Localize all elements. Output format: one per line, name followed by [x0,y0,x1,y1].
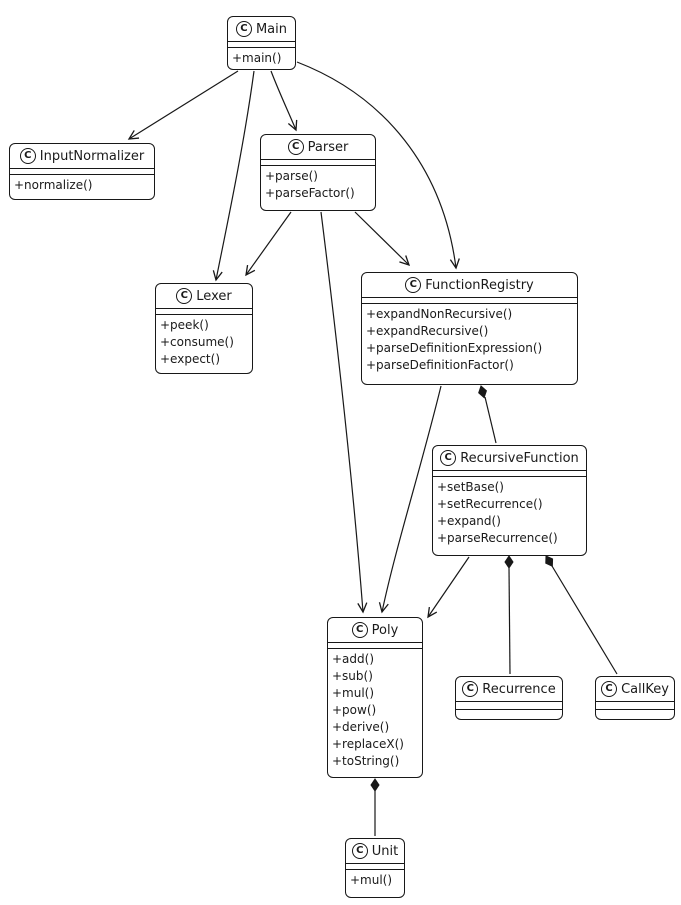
class-box-recurrence: C Recurrence [455,676,563,720]
class-method: +expand() [437,514,501,528]
class-methods-compartment: +parse() +parseFactor() [261,165,375,210]
class-name: CallKey [621,681,669,697]
class-method: +consume() [160,335,234,349]
class-method: +expandRecursive() [366,324,489,338]
class-method: +expect() [160,352,220,366]
edge-recursivefunction-to-callkey [551,565,618,675]
class-box-inputnormalizer: C InputNormalizer +normalize() [9,143,155,200]
edge-recursivefunction-to-poly [427,556,470,619]
edge-functionregistry-to-recursivefunction [484,396,497,444]
class-method: +parseDefinitionFactor() [366,358,514,372]
class-name: InputNormalizer [39,148,145,164]
class-method: +parseDefinitionExpression() [366,341,543,355]
class-icon: C [351,843,368,859]
edge-parser-to-lexer [245,211,292,277]
class-header: C Lexer [156,284,252,309]
class-header: C CallKey [596,677,674,702]
class-name: Main [255,21,288,37]
class-attributes-compartment [596,702,674,709]
class-methods-compartment: +main() [228,47,295,69]
edge-parser-to-functionregistry [354,211,411,267]
class-box-poly: C Poly +add() +sub() +mul() +pow() +deri… [327,617,423,778]
class-name: Lexer [196,288,232,304]
class-method: +mul() [350,873,393,887]
class-icon: C [405,277,422,293]
class-header: C Poly [328,618,422,643]
class-header: C Unit [346,839,404,864]
class-method: +peek() [160,318,209,332]
class-icon: C [287,139,304,155]
class-attributes-compartment [456,702,562,709]
class-icon: C [176,288,193,304]
class-icon: C [462,681,479,697]
class-method: +derive() [332,720,390,734]
class-methods-compartment: +setBase() +setRecurrence() +expand() +p… [433,476,586,555]
class-method: +parse() [265,169,318,183]
edge-main-to-inputnormalizer [127,70,239,140]
class-box-main: C Main +main() [227,16,296,70]
composition-diamond-callkey [545,555,554,567]
class-name: Poly [371,622,399,638]
edge-main-to-parser [270,70,298,132]
class-header: C Recurrence [456,677,562,702]
class-header: C RecursiveFunction [433,446,586,471]
class-methods-compartment: +normalize() [10,174,154,199]
class-method: +normalize() [14,178,93,192]
class-header: C FunctionRegistry [362,273,577,298]
class-method: +setBase() [437,480,504,494]
class-name: RecursiveFunction [460,450,579,466]
class-icon: C [19,148,36,164]
edge-main-to-lexer [212,70,255,282]
class-method: +parseFactor() [265,186,355,200]
class-method: +setRecurrence() [437,497,543,511]
composition-diamond-functionregistry [478,385,487,399]
composition-diamond-recurrence [504,555,514,569]
class-box-functionregistry: C FunctionRegistry +expandNonRecursive()… [361,272,578,385]
class-box-recursivefunction: C RecursiveFunction +setBase() +setRecur… [432,445,587,556]
class-methods-compartment [456,709,562,718]
class-method: +expandNonRecursive() [366,307,513,321]
class-methods-compartment: +mul() [346,869,404,897]
class-method: +main() [232,51,282,65]
class-icon: C [235,21,252,37]
edge-parser-to-poly [320,211,368,614]
edge-functionregistry-to-poly [378,385,442,614]
class-methods-compartment: +add() +sub() +mul() +pow() +derive() +r… [328,648,422,777]
edge-recursivefunction-to-recurrence [508,567,511,675]
class-method: +add() [332,652,375,666]
composition-diamond-unit [370,778,380,792]
class-box-callkey: C CallKey [595,676,675,720]
edge-main-to-functionregistry [296,61,460,270]
class-method: +sub() [332,669,373,683]
class-name: Recurrence [482,681,556,697]
class-method: +toString() [332,754,400,768]
class-icon: C [440,450,457,466]
class-methods-compartment: +peek() +consume() +expect() [156,314,252,373]
class-header: C InputNormalizer [10,144,154,169]
class-method: +mul() [332,686,375,700]
class-box-unit: C Unit +mul() [345,838,405,898]
class-icon: C [601,681,618,697]
class-box-parser: C Parser +parse() +parseFactor() [260,134,376,211]
class-name: FunctionRegistry [425,277,534,293]
class-name: Unit [371,843,399,859]
class-method: +pow() [332,703,377,717]
class-methods-compartment [596,709,674,718]
class-icon: C [351,622,368,638]
class-name: Parser [307,139,349,155]
class-header: C Parser [261,135,375,160]
class-method: +replaceX() [332,737,404,751]
class-header: C Main [228,17,295,42]
class-box-lexer: C Lexer +peek() +consume() +expect() [155,283,253,374]
class-methods-compartment: +expandNonRecursive() +expandRecursive()… [362,303,577,384]
class-method: +parseRecurrence() [437,531,558,545]
